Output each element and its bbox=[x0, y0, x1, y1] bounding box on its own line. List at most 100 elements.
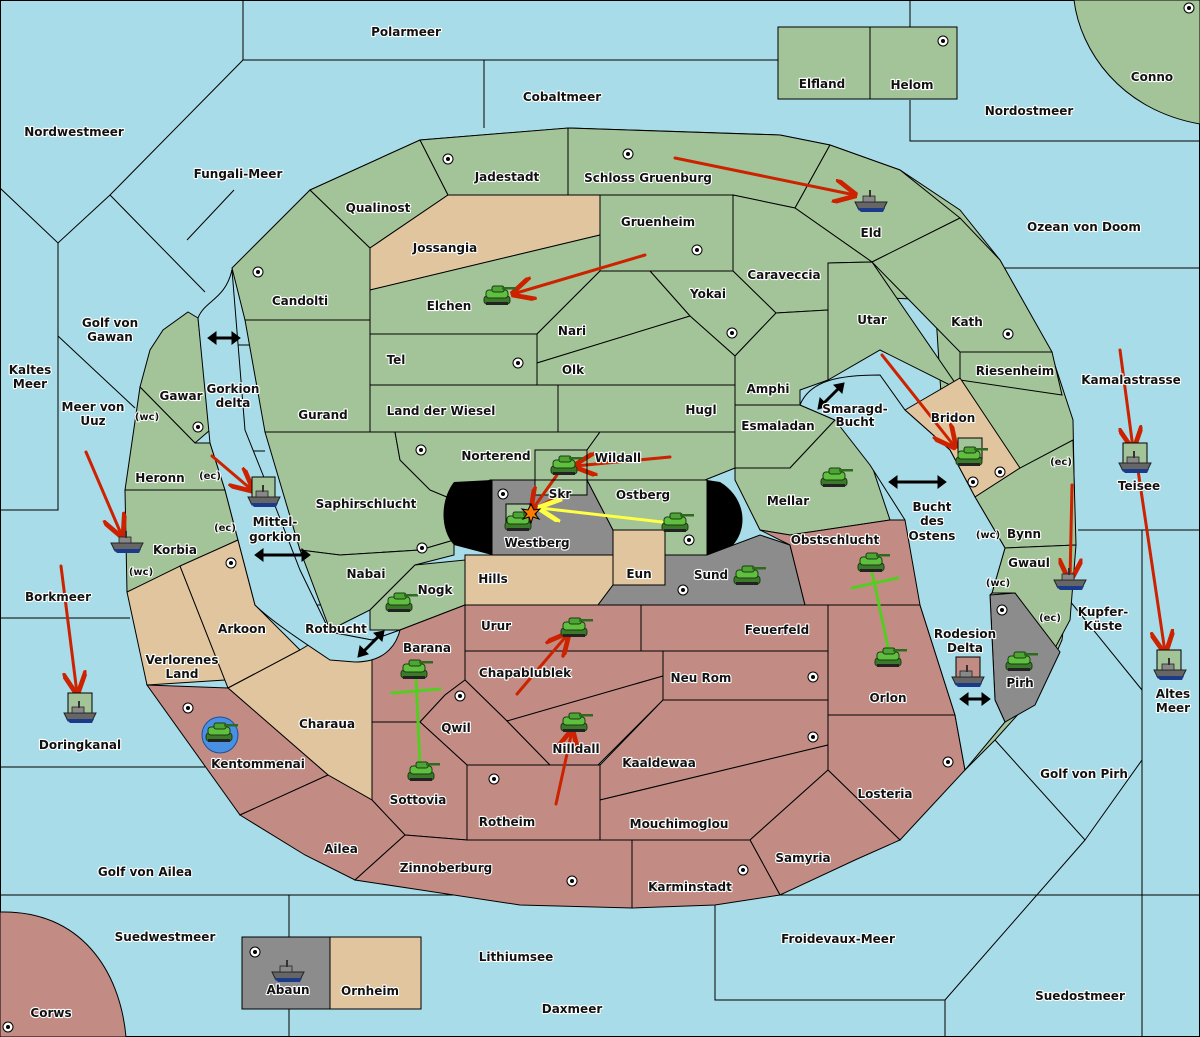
territory-label-korbia: Korbia bbox=[153, 543, 197, 557]
territory-nabai[interactable] bbox=[299, 539, 455, 631]
territory-label-norterend: Norterend bbox=[461, 449, 530, 463]
supply-center-icon bbox=[677, 584, 689, 596]
territory-label-westberg: Westberg bbox=[504, 536, 569, 550]
sea-label-kamalastrasse: Kamalastrasse bbox=[1081, 373, 1181, 387]
territory-label-kaaldewaa: Kaaldewaa bbox=[622, 756, 696, 770]
territory-label-arkoon: Arkoon bbox=[218, 622, 266, 636]
sea-label-rotbucht: Rotbucht bbox=[305, 622, 367, 636]
territory-zinnoberburg[interactable] bbox=[353, 834, 633, 909]
territory-gruenheim[interactable] bbox=[599, 194, 734, 272]
territory-label-rotheim: Rotheim bbox=[479, 815, 536, 829]
territory-label-ornheim: Ornheim bbox=[341, 984, 399, 998]
supply-center-icon bbox=[967, 476, 979, 488]
territory-label-bynn: Bynn bbox=[1007, 527, 1041, 541]
supply-center-icon bbox=[442, 153, 454, 165]
connection-mittelgorkion bbox=[254, 548, 311, 562]
order-move-teisee-altes-meer bbox=[1136, 468, 1165, 652]
territory-label-verlorenes-land-line2: Land bbox=[166, 667, 199, 681]
supply-center-icon bbox=[252, 266, 264, 278]
territory-label-neu-rom: Neu Rom bbox=[671, 671, 732, 685]
supply-center-icon bbox=[182, 702, 194, 714]
sea-label-rodesion-delta-line1: Rodesion bbox=[934, 627, 996, 641]
orders-layer bbox=[59, 156, 1165, 806]
territory-label-ailea: Ailea bbox=[324, 842, 358, 856]
territory-label-kentommenai: Kentommenai bbox=[211, 757, 305, 771]
coast-label-4: (wc) bbox=[129, 567, 153, 578]
territory-label-land-der-wiesel: Land der Wiesel bbox=[387, 404, 496, 418]
retreat-box-skr bbox=[534, 449, 588, 481]
impassable-west bbox=[443, 480, 492, 555]
territory-label-skr: Skr bbox=[549, 487, 572, 501]
sea-label-nordostmeer: Nordostmeer bbox=[985, 104, 1074, 118]
sea-smaragd-bucht bbox=[799, 374, 1006, 772]
order-move-bynn-gwaul bbox=[1070, 483, 1072, 580]
supply-center-icon bbox=[942, 756, 954, 768]
coast-label-6: (wc) bbox=[976, 530, 1000, 541]
order-move-skr-westberg bbox=[532, 473, 559, 510]
territory-label-candolti: Candolti bbox=[272, 294, 328, 308]
territory-label-nilldall: Nilldall bbox=[552, 742, 599, 756]
territory-label-yokai: Yokai bbox=[689, 287, 726, 301]
sea-label-golf-von-gawan-line2: Gawan bbox=[87, 330, 133, 344]
territory-conno[interactable] bbox=[1073, 0, 1200, 125]
supply-center-icon bbox=[488, 773, 500, 785]
sea-label-altes-meer-line2: Meer bbox=[1156, 701, 1190, 715]
territory-label-saphirschlucht: Saphirschlucht bbox=[316, 497, 417, 511]
supply-center-icon bbox=[994, 466, 1006, 478]
territory-label-schloss-gruenburg: Schloss Gruenburg bbox=[584, 171, 712, 185]
supply-center-icon bbox=[1183, 2, 1195, 14]
territory-ornheim[interactable] bbox=[329, 936, 422, 1010]
territory-label-wildall: Wildall bbox=[595, 451, 641, 465]
supply-center-icon bbox=[416, 542, 428, 554]
supply-center-icon bbox=[512, 357, 524, 369]
coast-label-1: (wc) bbox=[135, 412, 159, 423]
territory-label-charaua: Charaua bbox=[299, 717, 355, 731]
sea-label-smaragd-bucht-line2: Bucht bbox=[835, 415, 874, 429]
territory-label-eld: Eld bbox=[861, 226, 882, 240]
territory-label-hugl: Hugl bbox=[685, 403, 716, 417]
territory-label-obstschlucht: Obstschlucht bbox=[791, 533, 880, 547]
territory-label-gurand: Gurand bbox=[298, 408, 348, 422]
order-support-ostberg-westberg bbox=[540, 508, 664, 524]
territory-label-heronn: Heronn bbox=[135, 471, 184, 485]
territory-label-hills: Hills bbox=[478, 572, 508, 586]
territory-label-elfland: Elfland bbox=[799, 77, 845, 91]
territory-arkoon[interactable] bbox=[179, 539, 301, 689]
territory-elfland[interactable] bbox=[777, 26, 871, 100]
coast-label-2: (ec) bbox=[199, 471, 221, 482]
territory-eun[interactable] bbox=[612, 529, 666, 586]
territory-label-verlorenes-land-line1: Verlorenes bbox=[146, 653, 219, 667]
territory-label-bridon: Bridon bbox=[931, 411, 976, 425]
sea-label-polarmeer: Polarmeer bbox=[371, 25, 441, 39]
order-move-chapablublek-urur bbox=[515, 634, 568, 696]
territory-label-jossangia: Jossangia bbox=[412, 241, 477, 255]
territory-riesenheim[interactable] bbox=[959, 351, 1063, 396]
territory-label-caraveccia: Caraveccia bbox=[747, 268, 820, 282]
territory-label-karminstadt: Karminstadt bbox=[648, 880, 732, 894]
territory-label-nogk: Nogk bbox=[418, 583, 454, 597]
connection-rodesion bbox=[959, 692, 991, 706]
territory-label-gruenheim: Gruenheim bbox=[621, 215, 695, 229]
supply-center-icon bbox=[415, 444, 427, 456]
supply-center-icon bbox=[249, 946, 261, 958]
sea-label-borkmeer: Borkmeer bbox=[25, 590, 91, 604]
sea-label-kaltes-meer-line2: Meer bbox=[13, 377, 47, 391]
territory-label-urur: Urur bbox=[481, 619, 511, 633]
territory-label-losteria: Losteria bbox=[857, 787, 912, 801]
army-tank-icon[interactable] bbox=[201, 716, 239, 754]
sea-gorkion-channel bbox=[197, 269, 401, 663]
sea-label-lithiumsee: Lithiumsee bbox=[479, 950, 554, 964]
territory-corws[interactable] bbox=[0, 911, 127, 1037]
territory-label-conno: Conno bbox=[1131, 70, 1173, 84]
territory-label-jadestadt: Jadestadt bbox=[474, 170, 540, 184]
sea-label-kupfer-kueste-line1: Kupfer- bbox=[1078, 605, 1128, 619]
supply-center-icon bbox=[2, 1021, 14, 1033]
territory-label-orlon: Orlon bbox=[869, 691, 906, 705]
territory-kath[interactable] bbox=[871, 217, 1053, 353]
territory-label-mellar: Mellar bbox=[767, 494, 809, 508]
sea-label-rodesion-delta-line2: Delta bbox=[947, 641, 983, 655]
coast-label-8: (ec) bbox=[1039, 613, 1061, 624]
territory-label-gawar: Gawar bbox=[159, 389, 202, 403]
territory-karminstadt[interactable] bbox=[631, 839, 781, 909]
